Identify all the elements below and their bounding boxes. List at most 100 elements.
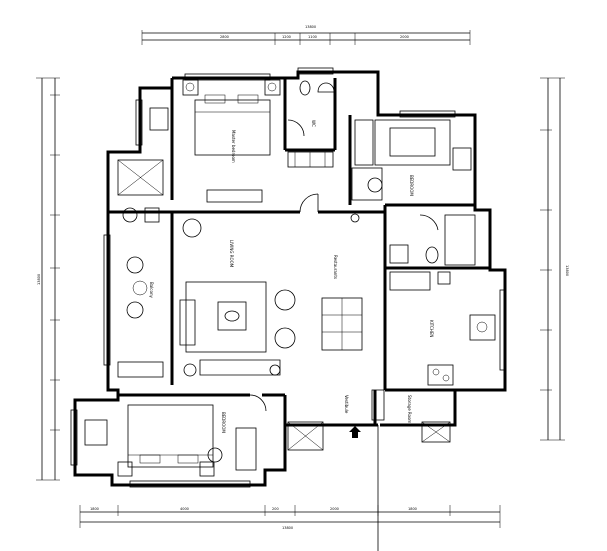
table-icon [132,280,148,296]
vestibule: Vestibule Storage Room [287,389,451,451]
dim-top-3: 1100 [308,35,317,39]
counter [389,271,431,291]
dimension-lines: 13800 2800 1200 1100 2000 1800 4000 200 … [36,25,569,551]
door-wc[interactable] [287,119,305,137]
pillow-icon [139,454,161,464]
window-balcony [103,234,111,366]
cabinet [371,389,385,421]
window-master-side [135,99,143,146]
door-master[interactable] [299,193,319,213]
pillow-icon [177,454,199,464]
nightstand-icon [182,79,199,96]
bedroom-bottom-label: BEDROOM [221,412,226,433]
windows [70,67,507,488]
dim-bottom-3: 200 [272,507,279,511]
master-bedroom: Master bedroom [149,79,319,213]
wc-top: WC [287,80,335,168]
entry-arrow-icon [349,426,361,438]
bed-bottom [127,404,214,468]
dim-top-total: 13800 [305,25,316,29]
chair-icon [126,301,144,319]
nightstand-icon [199,461,215,477]
right-bedroom: BEDROOM [351,119,472,231]
dim-bottom-5: 1800 [408,507,417,511]
master-bed [194,99,271,156]
pillow-icon [237,94,259,104]
fridge-icon [437,271,451,285]
lamp-icon [269,364,281,376]
living-room-label: LIVING ROOM [229,240,234,268]
window-bedroom-bottom [129,480,251,488]
storage-room-label: Storage Room [407,395,412,423]
armchair-icon [274,289,296,311]
window-kitchen [499,289,507,371]
coffee-table [217,301,247,331]
chair-icon [126,256,144,274]
wc-label: WC [311,120,316,127]
dryer-icon [144,207,160,223]
dim-left-total: 13800 [37,274,41,285]
toilet-icon [367,177,383,193]
door-bedroom-bottom[interactable] [249,394,267,412]
armchair-icon [149,107,169,131]
cabinet [117,361,164,378]
restaurants-label: Restaurants [333,255,338,279]
sofa [199,359,281,376]
armchair-icon [84,419,108,446]
lamp-icon [183,363,197,377]
storage-box [117,159,164,196]
window-wc [297,67,334,75]
sink-icon [469,314,496,341]
kitchen-label: KITCHEN [429,320,434,337]
shower [444,214,476,266]
plant-icon [182,218,202,238]
storage-box [421,421,451,443]
wardrobe [206,189,263,203]
rug [185,281,267,353]
dim-bottom-2: 4000 [180,507,189,511]
shoe-cabinet [287,421,324,451]
vestibule-label: Vestibule [344,395,349,414]
dim-bottom-4: 2000 [330,507,339,511]
sofa-side [179,299,196,346]
balcony: Balcony [117,159,164,378]
bathroom-right [389,214,476,266]
bathroom-cabinet [351,167,383,201]
chair-icon [207,447,223,463]
wardrobe [235,427,257,471]
interior-walls [108,78,490,425]
master-bedroom-label: Master bedroom [231,130,236,163]
kitchen: KITCHEN [389,271,496,386]
dim-right-total: 13800 [565,265,569,276]
nightstand-icon [264,79,281,96]
window-master [184,73,271,81]
dim-top-2: 1200 [282,35,291,39]
bedroom-right-label: BEDROOM [409,175,414,196]
balcony-label: Balcony [149,282,154,298]
dining: Restaurants [321,213,363,351]
dim-top-1: 2800 [220,35,229,39]
dim-bottom-total: 13800 [282,526,293,530]
sink-icon [389,244,409,264]
exterior-walls [73,70,507,487]
wardrobe-right [354,119,374,166]
cabinet [287,151,334,168]
door-right-bath[interactable] [419,214,439,231]
stove-icon [427,364,454,386]
armchair-icon [452,147,472,171]
pillow-icon [204,94,226,104]
bedroom-bottom: BEDROOM [84,394,267,477]
window-bedroom-right [399,110,456,118]
window-bottom-side [70,409,78,466]
toilet-icon [425,246,439,264]
living-room: LIVING ROOM [179,218,296,377]
nightstand-icon [117,461,133,477]
bed-right [374,119,451,166]
dim-top-4: 2000 [400,35,409,39]
toilet-icon [299,80,311,96]
armchair-icon [274,327,296,349]
washer-icon [122,207,138,223]
lamp-icon [350,213,360,223]
dim-bottom-1: 1800 [90,507,99,511]
sink-icon [317,82,335,93]
